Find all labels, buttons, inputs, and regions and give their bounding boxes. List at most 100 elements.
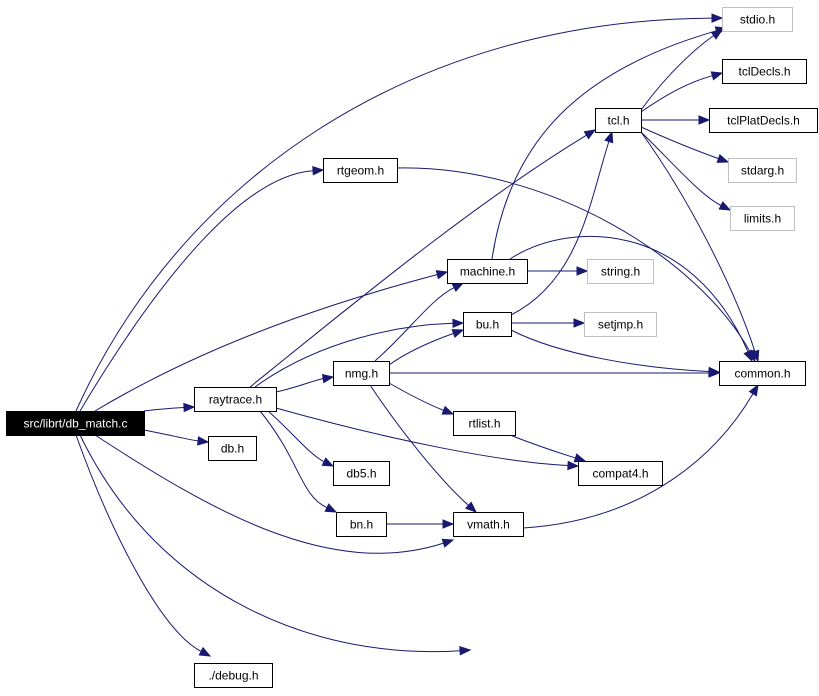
arrowhead (451, 282, 465, 292)
node-machine[interactable]: machine.h (447, 259, 528, 284)
arrowhead (312, 165, 325, 176)
node-label: ./debug.h (208, 669, 258, 683)
arrowhead (452, 318, 465, 329)
node-stdarg[interactable]: stdarg.h (728, 158, 797, 183)
node-setjmp[interactable]: setjmp.h (584, 312, 657, 337)
node-bn[interactable]: bn.h (336, 512, 387, 537)
arrowhead (573, 453, 587, 463)
edge-bu-to-setjmp (511, 318, 586, 328)
node-tclplatdecls[interactable]: tclPlatDecls.h (709, 108, 818, 133)
arrowhead (711, 13, 724, 23)
arrowhead (197, 436, 210, 446)
node-box (728, 158, 797, 183)
node-tcldecls[interactable]: tclDecls.h (722, 59, 807, 84)
arrowhead (716, 154, 730, 163)
edge-line (640, 35, 714, 111)
edge-line (275, 407, 569, 466)
arrowhead (321, 457, 335, 467)
node-box (208, 436, 257, 461)
node-rtgeom[interactable]: rtgeom.h (323, 158, 398, 183)
node-db_match[interactable]: src/librt/db_match.c (6, 411, 145, 436)
node-label: db.h (221, 442, 244, 456)
edge-vmath-to-common (522, 383, 759, 529)
edge-nmg-to-common (389, 368, 721, 378)
node-label: common.h (734, 367, 790, 381)
node-compat4[interactable]: compat4.h (578, 461, 663, 486)
edge-db_match-to-raytrace (143, 402, 196, 413)
edge-line (94, 274, 438, 412)
edge-raytrace-to-nmg (275, 374, 335, 393)
arrowhead (743, 349, 753, 363)
arrowhead (583, 129, 597, 140)
arrowhead (183, 402, 196, 413)
edge-line (509, 434, 576, 459)
node-raytrace[interactable]: raytrace.h (194, 387, 277, 412)
node-db[interactable]: db.h (208, 436, 257, 461)
node-debug[interactable]: ./debug.h (194, 663, 273, 688)
arrowhead (708, 368, 721, 378)
edge-raytrace-to-db5 (267, 410, 335, 467)
edge-line (75, 17, 713, 412)
node-box (194, 663, 273, 688)
edge-raytrace-to-bu (254, 318, 465, 388)
node-common[interactable]: common.h (719, 361, 806, 386)
edge-nmg-to-bu (388, 329, 465, 366)
edge-line (249, 134, 587, 388)
node-box (333, 361, 390, 386)
node-nmg[interactable]: nmg.h (333, 361, 390, 386)
edge-line (640, 75, 713, 113)
node-label: stdio.h (740, 13, 775, 27)
node-box (595, 108, 642, 133)
arrowhead (576, 266, 589, 276)
edge-db_match-to-stdio (75, 13, 724, 412)
node-box (453, 411, 516, 436)
edge-tcl-to-tclplatdecls (641, 115, 711, 125)
edge-raytrace-to-tcl (249, 129, 597, 388)
edge-line (522, 393, 754, 529)
node-label: tcl.h (607, 114, 629, 128)
node-box (730, 206, 795, 231)
node-label: raytrace.h (209, 393, 262, 407)
node-box (194, 387, 277, 412)
arrowhead (451, 329, 465, 338)
node-bu[interactable]: bu.h (463, 312, 512, 337)
node-db5[interactable]: db5.h (333, 461, 390, 486)
edge-machine-to-stdio (491, 26, 728, 260)
edge-raytrace-to-compat4 (275, 407, 580, 471)
node-box (447, 259, 528, 284)
node-label: limits.h (744, 212, 781, 226)
arrowhead (604, 130, 614, 144)
edge-tcl-to-limits (640, 131, 732, 211)
edge-line (640, 131, 756, 352)
node-label: machine.h (460, 265, 515, 279)
node-box (463, 312, 512, 337)
edge-raytrace-to-bn (259, 410, 338, 513)
edge-line (267, 410, 325, 463)
edge-line (259, 410, 328, 509)
node-box (722, 7, 793, 32)
node-vmath[interactable]: vmath.h (453, 512, 524, 537)
edge-db_match-to-machine (94, 270, 449, 412)
edge-line (369, 384, 469, 506)
node-box (336, 512, 387, 537)
node-rtlist[interactable]: rtlist.h (453, 411, 516, 436)
edge-db_match-to-rtgeom (79, 165, 325, 412)
node-box (578, 461, 663, 486)
node-limits[interactable]: limits.h (730, 206, 795, 231)
node-label: stdarg.h (741, 164, 784, 178)
edge-nmg-to-rtlist (388, 382, 455, 415)
edge-db_match-to-vmath (94, 434, 455, 554)
node-stdio[interactable]: stdio.h (722, 7, 793, 32)
node-tcl[interactable]: tcl.h (595, 108, 642, 133)
node-box (453, 512, 524, 537)
node-string[interactable]: string.h (587, 259, 654, 284)
node-label: nmg.h (345, 367, 378, 381)
node-box (333, 461, 390, 486)
node-box (719, 361, 806, 386)
edge-line (388, 332, 454, 366)
edge-line (640, 131, 722, 206)
edge-nmg-to-vmath (369, 384, 478, 513)
arrowhead (441, 538, 455, 548)
edge-line (491, 30, 717, 260)
